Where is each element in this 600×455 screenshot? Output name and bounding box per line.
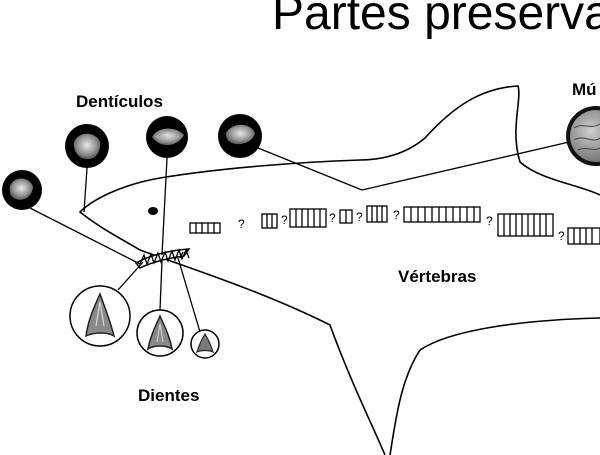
leader-lines [29,135,596,333]
vertebra-group [289,208,327,228]
unknown-marker: ? [486,214,493,228]
tooth-photo-medium [136,309,184,357]
label-denticles: Dentículos [76,92,163,111]
unknown-marker: ? [329,211,336,225]
tooth-photo-small [190,329,220,359]
vertebra-group [189,222,221,234]
label-vertebrae: Vértebras [398,267,477,286]
vertebra-group [403,206,481,223]
vertebra-group [567,227,600,245]
unknown-markers: ? ? ? ? ? ? ? [238,208,565,243]
denticle-photo-3 [146,116,188,158]
muscle-photo [566,106,600,166]
unknown-marker: ? [393,208,400,222]
denticle-photo-4 [218,114,262,158]
shark-eye [148,207,158,215]
shark-body-outline [78,85,600,455]
label-muscle: Mú [572,80,597,99]
unknown-marker: ? [281,213,288,227]
unknown-marker: ? [356,210,363,224]
tooth-photo-large [69,285,131,347]
denticle-photo-1 [2,170,42,210]
page-title: Partes preserva [272,0,600,40]
vertebrae-series [189,205,600,245]
vertebra-group [366,205,388,223]
denticle-photo-2 [65,124,109,168]
vertebra-group [261,213,278,229]
label-teeth: Dientes [138,386,200,405]
unknown-marker: ? [238,217,245,231]
vertebra-group [497,213,554,237]
vertebra-group [339,209,353,224]
unknown-marker: ? [558,229,565,243]
